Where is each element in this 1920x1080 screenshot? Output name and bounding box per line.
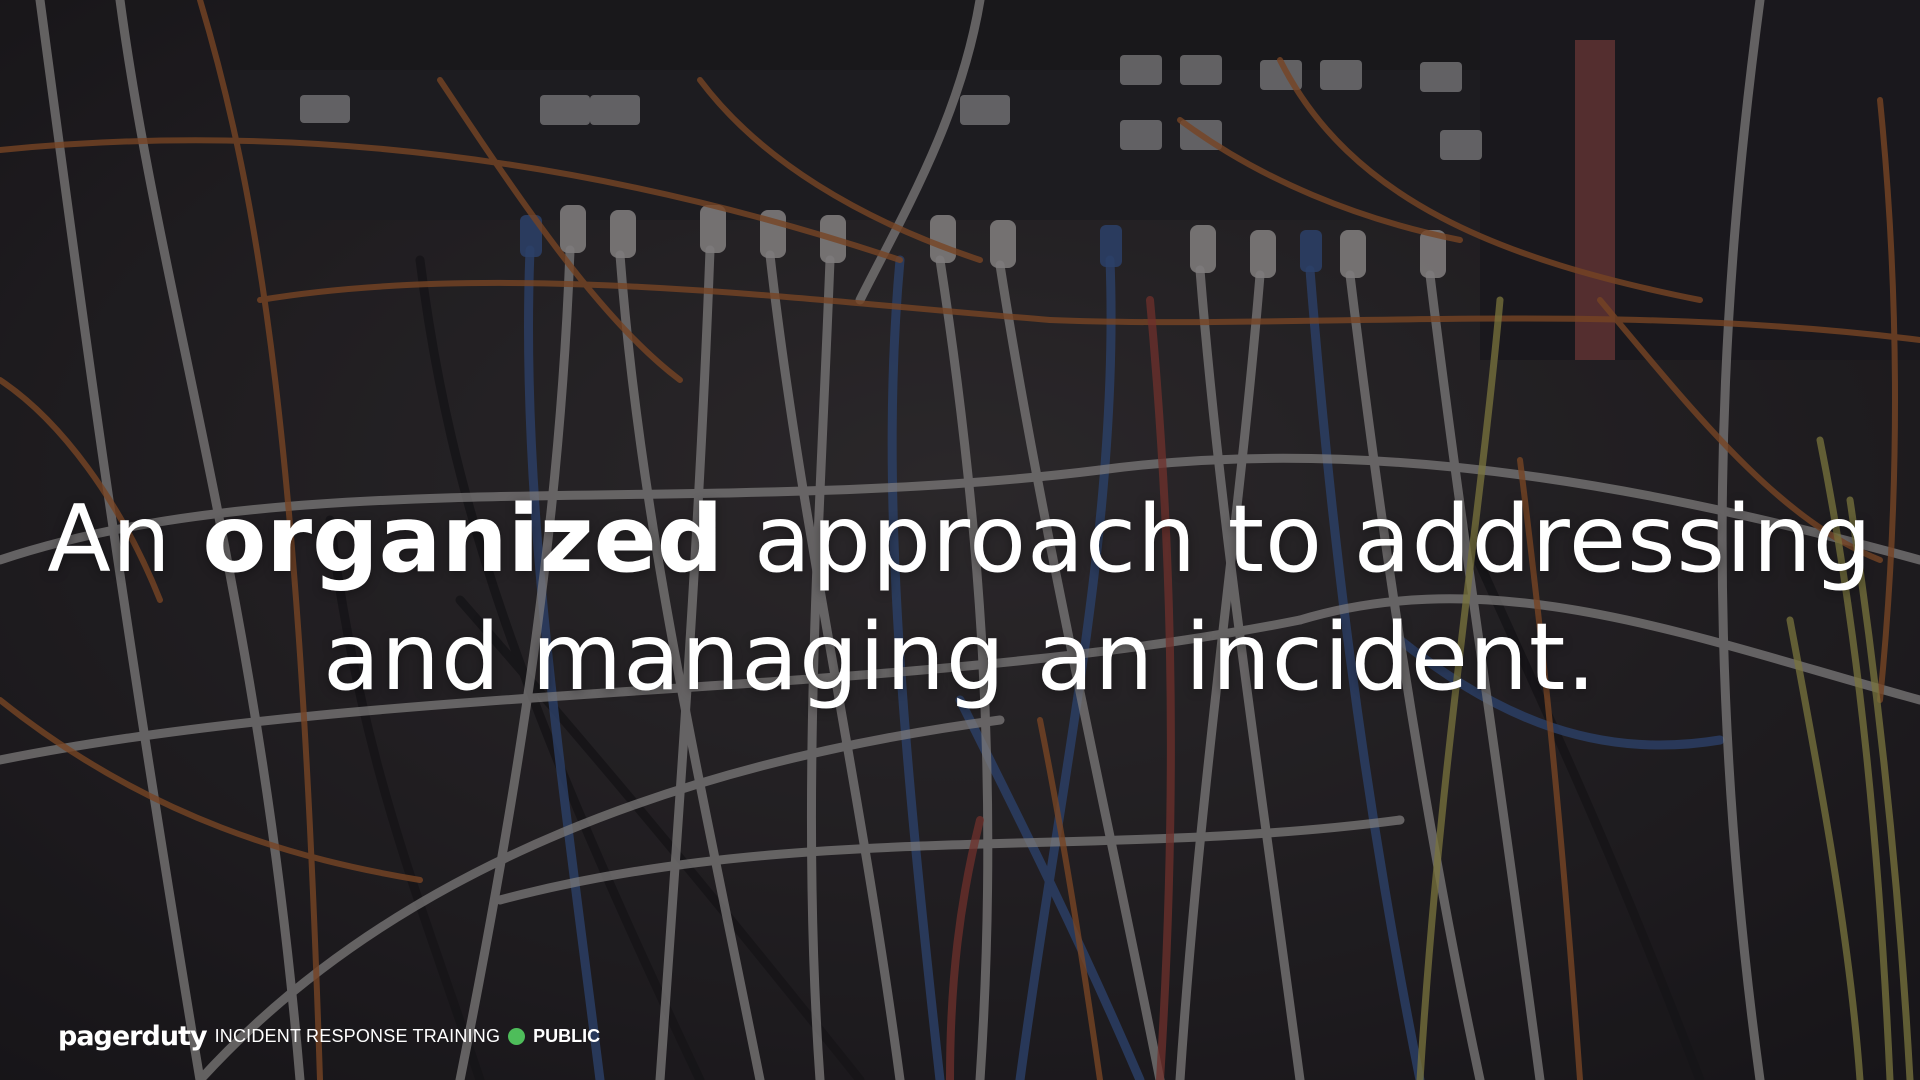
headline-line-2: and managing an incident. [323, 603, 1597, 712]
headline-line-1-pre: An [47, 485, 203, 594]
footer: pagerduty INCIDENT RESPONSE TRAINING PUB… [58, 1018, 600, 1054]
headline-emphasis: organized [202, 485, 724, 594]
headline: An organized approach to addressing and … [0, 480, 1920, 716]
classification-label: PUBLIC [533, 1025, 601, 1046]
patch-panel [230, 0, 1920, 360]
status-dot-icon [508, 1027, 526, 1045]
pagerduty-logo: pagerduty [58, 1020, 208, 1052]
headline-line-1-post: approach to addressing [723, 485, 1873, 594]
training-label: INCIDENT RESPONSE TRAINING [214, 1025, 501, 1046]
headline-line-1: An organized approach to addressing [0, 480, 1920, 598]
